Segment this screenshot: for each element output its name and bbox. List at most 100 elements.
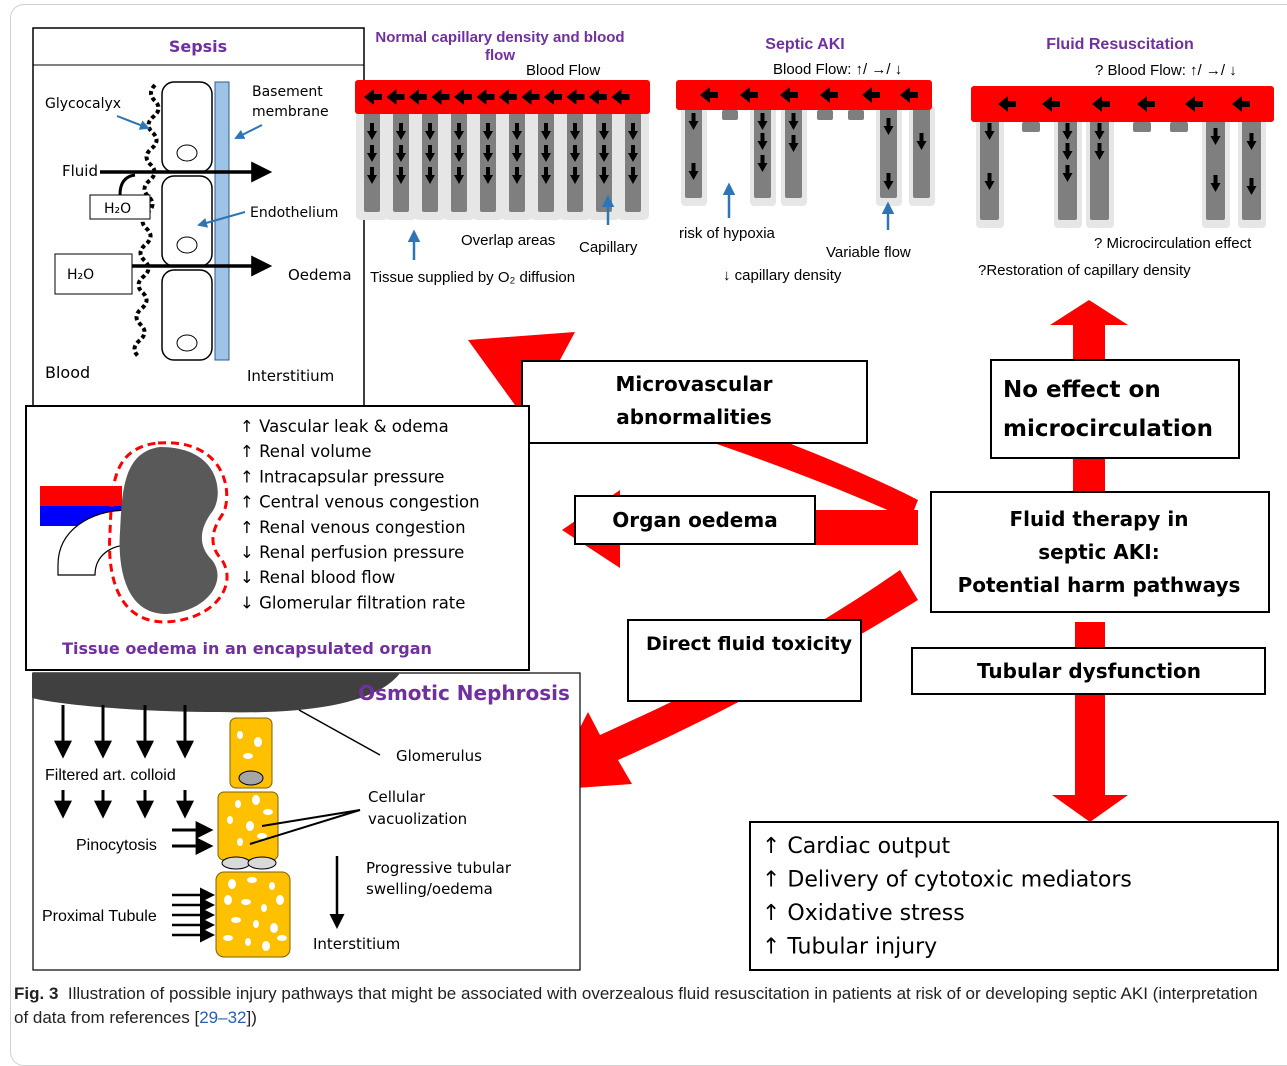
collapsed-capillary: [1022, 122, 1040, 132]
vacuole: [269, 882, 275, 890]
fluid-resuscitation-panel: Fluid Resuscitation ? Blood Flow: ↑/ →/ …: [971, 36, 1274, 279]
normal-capillary-panel: Normal capillary density and blood flow …: [355, 29, 650, 286]
proximal-label: Proximal Tubule: [42, 908, 157, 925]
no-effect-box-2: microcirculation: [1003, 416, 1213, 442]
collapsed-capillary: [1170, 122, 1188, 132]
tissue-supplied-label: Tissue supplied by O₂ diffusion: [370, 269, 575, 286]
normal-blood-flow: Blood Flow: [526, 62, 600, 79]
cellular-label-2: vacuolization: [368, 810, 467, 828]
pathway-boxes: Microvascular abnormalities Organ oedema…: [521, 359, 1270, 702]
vacuole: [247, 877, 257, 883]
hypoxia-label: risk of hypoxia: [679, 225, 776, 242]
vacuole: [224, 895, 232, 905]
vacuole: [246, 821, 254, 831]
septic-capillaries: [681, 106, 935, 206]
caption-label: Fig. 3: [14, 984, 59, 1003]
blood-label: Blood: [45, 363, 90, 382]
collapsed-capillary: [848, 110, 864, 120]
overlap-label: Overlap areas: [461, 232, 555, 249]
septic-aki-panel: Septic AKI Blood Flow: ↑/ →/ ↓ risk of h…: [676, 36, 935, 284]
outcome-item: ↑ Oxidative stress: [762, 901, 965, 926]
kidney-effect-item: ↑ Renal venous congestion: [240, 518, 466, 537]
cellular-label-1: Cellular: [368, 788, 426, 806]
vacuole: [227, 816, 233, 824]
vacuole: [223, 935, 233, 941]
vacuole: [257, 833, 267, 839]
h2o-top-label: H₂O: [104, 201, 131, 217]
osmotic-title: Osmotic Nephrosis: [358, 681, 570, 705]
capillary-vessel: [880, 106, 897, 198]
normal-capillaries: [356, 108, 649, 220]
progressive-label-1: Progressive tubular: [366, 859, 512, 877]
collapsed-capillary: [722, 110, 738, 120]
restoration-label: ?Restoration of capillary density: [978, 262, 1191, 279]
vacuole: [270, 923, 278, 933]
resus-capillaries: [976, 118, 1266, 228]
kidney-effect-item: ↓ Glomerular filtration rate: [240, 593, 465, 612]
capillary-vessel: [1206, 118, 1225, 220]
kidney-effect-item: ↑ Intracapsular pressure: [240, 467, 444, 486]
organ-oedema-box: Organ oedema: [612, 508, 777, 532]
septic-title: Septic AKI: [765, 36, 844, 53]
normal-title-1: Normal capillary density and blood: [375, 29, 624, 46]
pinocytosis-label: Pinocytosis: [76, 837, 157, 854]
normal-title-2: flow: [485, 47, 515, 64]
outcome-item: ↑ Tubular injury: [762, 935, 937, 960]
caption-text: Illustration of possible injury pathways…: [14, 984, 1258, 1027]
vacuole: [261, 904, 267, 912]
h2o-bottom-label: H₂O: [67, 267, 94, 283]
vacuole: [235, 800, 241, 808]
outcomes-panel: ↑ Cardiac output↑ Delivery of cytotoxic …: [749, 821, 1279, 971]
vacuole: [277, 935, 287, 941]
resus-blood-flow: ? Blood Flow: ↑/ →/ ↓: [1095, 62, 1237, 79]
capillary-density-label: ↓ capillary density: [723, 267, 842, 284]
diagram-canvas: Sepsis Glycocalyx Basement membrane Flui…: [25, 27, 1279, 971]
kidney-panel: ↑ Vascular leak & odema↑ Renal volume↑ I…: [25, 405, 530, 671]
kidney-effect-item: ↓ Renal blood flow: [240, 568, 395, 587]
vacuole: [253, 920, 259, 928]
outcome-item: ↑ Cardiac output: [762, 834, 951, 859]
basement-membrane: [214, 81, 230, 361]
vacuole: [241, 899, 251, 905]
capillary-vessel: [1090, 118, 1109, 220]
kidney-effect-item: ↑ Renal volume: [240, 442, 371, 461]
endothelium-label: Endothelium: [250, 205, 338, 221]
septic-arteriole: [676, 80, 932, 110]
kidney-effect-item: ↑ Central venous congestion: [240, 493, 480, 512]
vacuole: [231, 917, 241, 923]
kidney-effect-item: ↓ Renal perfusion pressure: [240, 543, 464, 562]
sepsis-panel: Sepsis Glycocalyx Basement membrane Flui…: [32, 27, 365, 409]
vacuole: [228, 879, 236, 889]
collapsed-capillary: [1133, 122, 1151, 132]
vacuole: [237, 838, 243, 846]
capillary-label: Capillary: [579, 239, 638, 256]
interstitium-label: Interstitium: [247, 367, 334, 385]
oedema-label: Oedema: [288, 266, 352, 284]
septic-blood-flow: Blood Flow: ↑/ →/ ↓: [773, 61, 902, 78]
vacuole: [252, 795, 260, 805]
vacuole: [237, 731, 243, 739]
capillary-vessel: [754, 106, 771, 198]
osmotic-nephrosis-panel: Osmotic Nephrosis Glomerulus Filtered ar…: [32, 672, 581, 971]
capillary-vessel: [685, 106, 702, 198]
osmotic-interstitium-label: Interstitium: [313, 935, 400, 953]
basement-label-1: Basement: [252, 84, 323, 100]
resus-arteriole: [971, 86, 1274, 122]
vacuole: [276, 895, 284, 905]
basement-label-2: membrane: [252, 104, 329, 120]
vacuole: [254, 737, 262, 747]
vacuole: [262, 941, 270, 951]
resus-title: Fluid Resuscitation: [1046, 36, 1194, 53]
caption-refs[interactable]: 29–32: [199, 1008, 247, 1027]
vacuole: [243, 753, 253, 759]
central-box-2: septic AKI:: [1038, 540, 1159, 564]
micro-effect-label: ? Microcirculation effect: [1094, 235, 1252, 252]
vacuole: [263, 809, 273, 815]
central-box-3: Potential harm pathways: [958, 573, 1241, 597]
kidney-icon: [119, 447, 218, 614]
fluid-label: Fluid: [62, 162, 98, 180]
capillary-vessel: [913, 106, 930, 198]
capillary-vessel: [1242, 118, 1261, 220]
collapsed-capillary: [817, 110, 833, 120]
capillary-vessel: [980, 118, 999, 220]
